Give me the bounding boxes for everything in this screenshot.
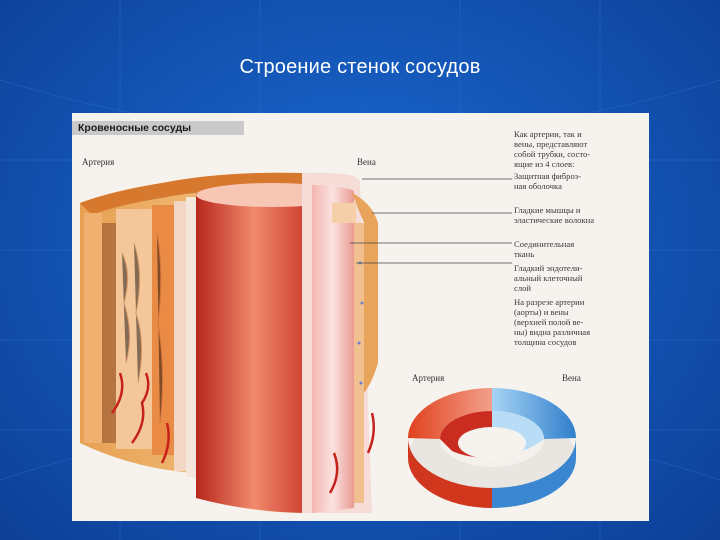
figure-header: Кровеносные сосуды — [72, 121, 244, 135]
section-note: На разрезе артерии (аорты) и вены (верхн… — [514, 297, 591, 347]
vessel-cutaway — [80, 172, 348, 513]
cross-section-ring — [408, 388, 576, 508]
label-vein: Вена — [357, 157, 376, 167]
ring-label-artery: Артерия — [412, 373, 445, 383]
layer-2: Гладкие мышцы и эластические волокна — [514, 205, 595, 225]
vein-cutaway — [302, 172, 378, 513]
intro-text: Как артерии, так и вены, представляют со… — [514, 129, 591, 169]
figure-panel: Кровеносные сосуды Артерия Вена Как арте… — [72, 113, 649, 521]
label-artery: Артерия — [82, 157, 115, 167]
blood-vessel-illustration — [80, 172, 576, 513]
layer-3: Соединительная ткань — [514, 239, 575, 259]
pointer-lines — [350, 178, 512, 264]
layer-4: Гладкий эндотели- альный клеточный слой — [514, 263, 583, 293]
slide-title: Строение стенок сосудов — [239, 56, 481, 78]
layer-1: Защитная фиброз- ная оболочка — [514, 171, 581, 191]
ring-label-vein: Вена — [562, 373, 581, 383]
